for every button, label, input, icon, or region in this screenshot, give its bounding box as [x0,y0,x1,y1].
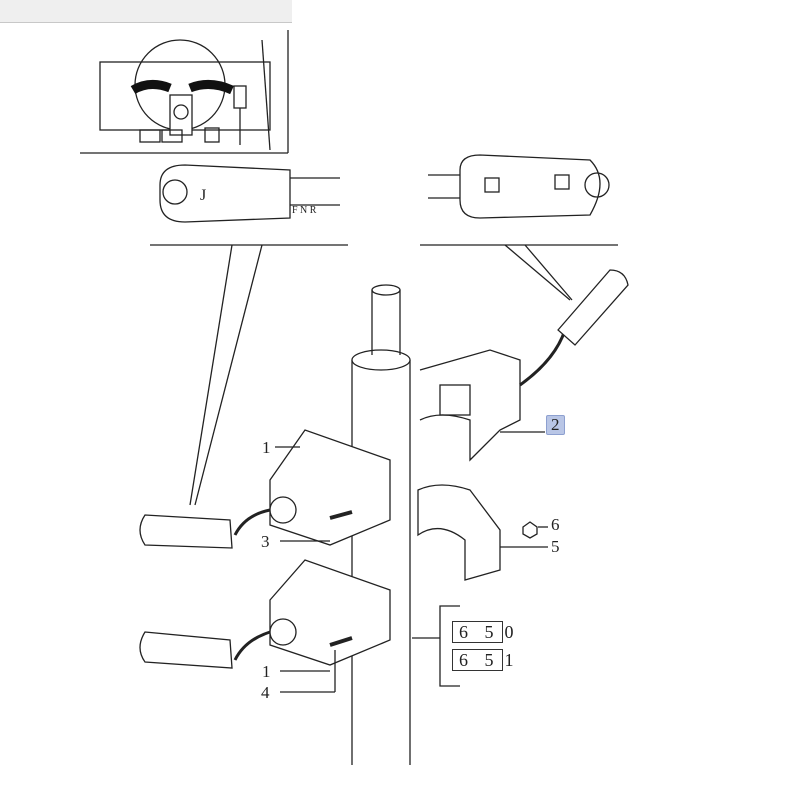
callout-2[interactable]: 2 [546,415,565,435]
steering-column [351,284,411,765]
callout-1-upper[interactable]: 1 [262,438,271,457]
reference-bracket [412,605,460,687]
reference-suffix: 0 [504,622,514,642]
left-knob-detail: J F N R [150,164,348,506]
callout-3[interactable]: 3 [261,532,270,551]
lower-shuttle-switch [139,559,391,693]
callout-1-lower[interactable]: 1 [262,662,271,681]
wiper-switch-assembly [419,269,629,462]
reference-box: 6 5 [452,649,503,671]
svg-text:J: J [200,187,206,204]
tractor-dashboard-inset [80,30,289,154]
callout-5[interactable]: 5 [551,537,560,556]
top-toolbar [0,0,292,23]
right-knob-detail [420,154,618,301]
callout-4[interactable]: 4 [261,683,270,702]
upper-shuttle-switch [139,429,391,549]
callout-6[interactable]: 6 [551,515,560,534]
clamp [417,484,548,581]
reference-box: 6 5 [452,621,503,643]
fnr-symbols: F N R [292,205,317,216]
reference-suffix: 1 [504,650,514,670]
